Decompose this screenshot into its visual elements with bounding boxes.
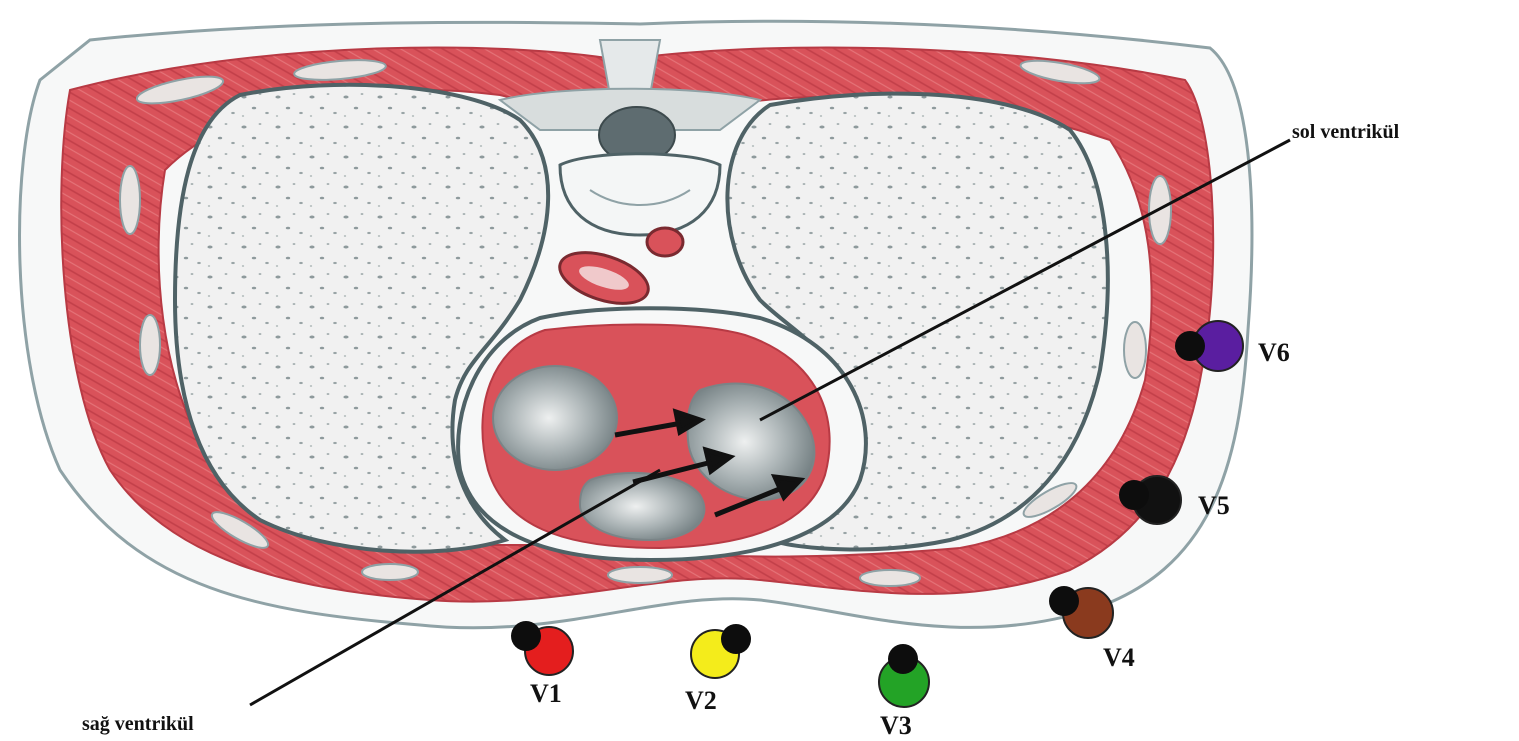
electrode-v2-snap: [721, 624, 751, 654]
electrode-v3-snap: [888, 644, 918, 674]
electrode-v1-snap: [511, 621, 541, 651]
electrode-v4-snap: [1049, 586, 1079, 616]
electrode-v5-label: V5: [1198, 491, 1230, 520]
electrode-v3: V3: [879, 644, 929, 740]
electrode-v4: V4: [1049, 586, 1135, 672]
electrode-v2: V2: [685, 624, 751, 715]
electrode-v6-label: V6: [1258, 338, 1290, 367]
electrode-v4-label: V4: [1103, 643, 1135, 672]
electrode-v6-snap: [1175, 331, 1205, 361]
electrode-v2-label: V2: [685, 686, 717, 715]
electrode-v1: V1: [511, 621, 573, 708]
electrode-v3-label: V3: [880, 711, 912, 740]
right-ventricle-label: sağ ventrikül: [82, 713, 194, 735]
left-ventricle-label: sol ventrikül: [1292, 121, 1400, 143]
electrode-v5-snap: [1119, 480, 1149, 510]
electrode-v1-label: V1: [530, 679, 562, 708]
right-atrium-chamber: [493, 366, 617, 470]
